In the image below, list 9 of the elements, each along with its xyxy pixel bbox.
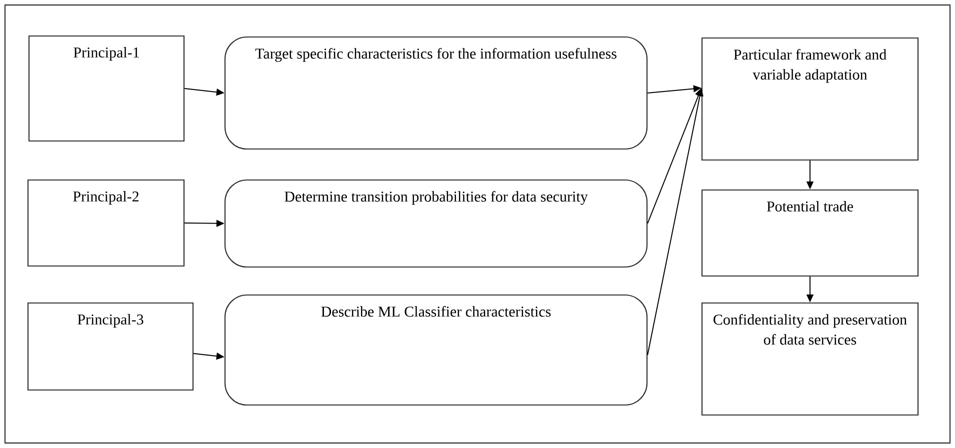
process-box: Principal-2	[27, 179, 185, 267]
rounded-box: Determine transition probabilities for data security	[224, 179, 648, 268]
process-box: Principal-1	[28, 35, 185, 142]
process-box: Particular framework and variable adaptation	[701, 37, 919, 161]
process-box: Principal-3	[27, 302, 194, 391]
rounded-box: Target specific characteristics for the information usefulness	[224, 36, 648, 150]
process-box: Confidentiality and preservation of data services	[701, 302, 919, 416]
rounded-box: Describe ML Classifier characteristics	[224, 294, 648, 406]
process-box: Potential trade	[701, 189, 919, 277]
